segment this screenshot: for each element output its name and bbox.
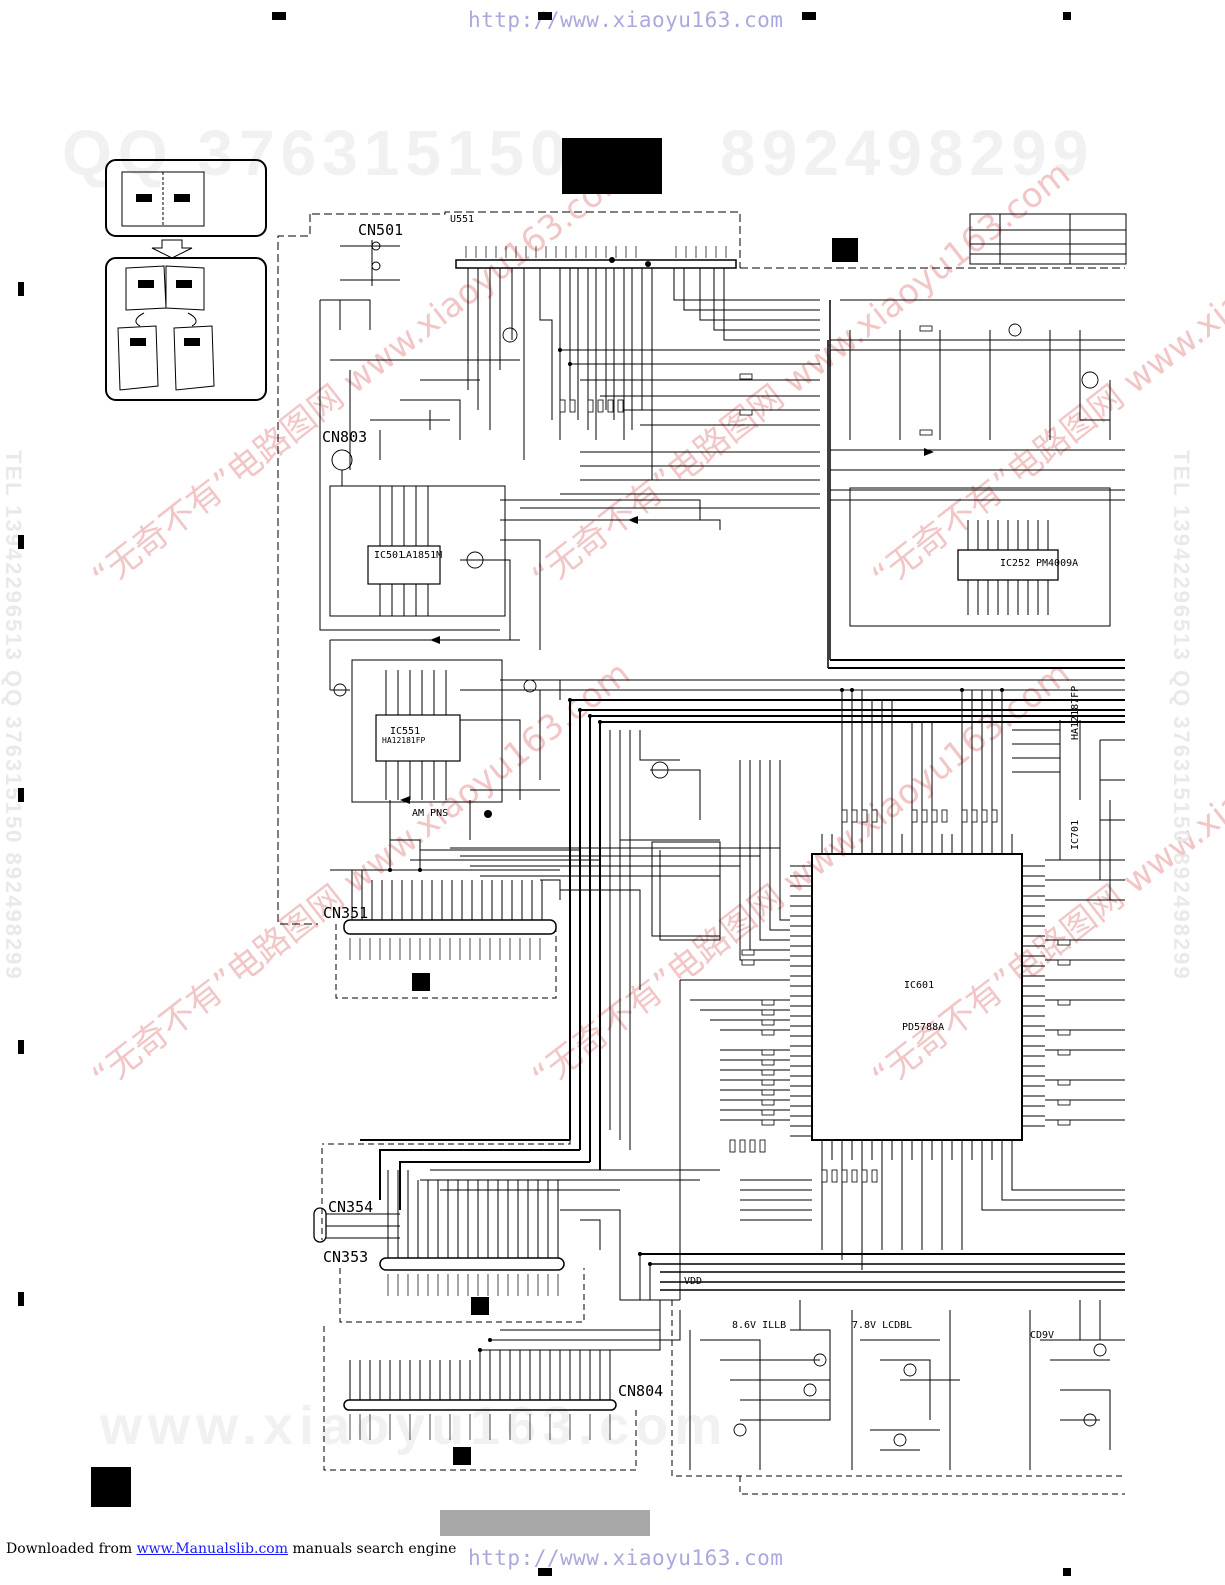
footer-url[interactable]: http://www.xiaoyu163.com	[468, 1546, 784, 1570]
lcd-bl-rail-label: 7.8V LCDBL	[852, 1320, 913, 1331]
qq-watermark-left: QQ 376315150	[62, 117, 572, 189]
cn803-label: CN803	[322, 428, 368, 446]
registration-mark-bottom-1	[538, 1568, 552, 1576]
footer-prefix: Downloaded from	[6, 1541, 133, 1557]
footer-suffix: manuals search engine	[292, 1541, 457, 1557]
cn353-label: CN353	[323, 1248, 369, 1266]
registration-mark-left-2	[18, 535, 24, 549]
ic601-ref: IC601	[904, 980, 935, 991]
ic701-ref: IC701	[1070, 819, 1081, 850]
ic601-part: PD5788A	[902, 1022, 945, 1033]
registration-mark-left-3	[18, 788, 24, 802]
bottom-watermark: www.xiaoyu163.com	[100, 1396, 729, 1456]
ic551-ref: IC551	[390, 726, 421, 737]
registration-mark-left-5	[18, 1292, 24, 1306]
registration-mark-top-1	[272, 12, 286, 20]
ic551-part: HA12181FP	[382, 736, 426, 745]
section-marker-cn804	[453, 1447, 471, 1465]
ill-b-rail-label: 8.6V ILLB	[732, 1320, 787, 1331]
ic701-part: HA12187FP	[1070, 685, 1081, 740]
orientation-guide	[105, 159, 267, 401]
header-url[interactable]: http://www.xiaoyu163.com	[468, 8, 784, 32]
gray-bar	[440, 1510, 650, 1536]
ic501-part: LA1851M	[400, 550, 443, 561]
registration-mark-left-4	[18, 1040, 24, 1054]
registration-mark-bottom-2	[1063, 1568, 1071, 1576]
cn804-label: CN804	[618, 1382, 664, 1400]
section-marker-cn351	[412, 973, 430, 991]
title-block	[562, 138, 662, 194]
section-marker-top-right	[832, 238, 858, 262]
ic252-ref: IC252	[1000, 558, 1031, 569]
cn354-label: CN354	[328, 1198, 374, 1216]
registration-mark-top-2	[538, 12, 552, 20]
side-watermark-right: TEL 13942296513 QQ 376315150 892498299	[1169, 450, 1194, 981]
ic501-ref: IC501	[374, 550, 405, 561]
footer-download-note: Downloaded from www.Manualslib.com manua…	[6, 1541, 456, 1557]
page-corner-block	[91, 1467, 131, 1507]
qq-watermark-right: 892498299	[720, 117, 1095, 189]
ic252-part: PM4009A	[1036, 558, 1079, 569]
registration-mark-top-3	[802, 12, 816, 20]
u551-label: U551	[450, 214, 475, 225]
registration-mark-top-4	[1063, 12, 1071, 20]
section-marker-cn353	[471, 1297, 489, 1315]
manualslib-link[interactable]: www.Manualslib.com	[136, 1541, 288, 1557]
cd9v-rail-label: CD9V	[1030, 1330, 1055, 1341]
am-pns-label: AM PNS	[412, 808, 449, 819]
registration-mark-left-1	[18, 282, 24, 296]
cn501-label: CN501	[358, 221, 404, 239]
vdd-rail-label: VDD	[684, 1276, 703, 1287]
cn351-label: CN351	[323, 904, 369, 922]
